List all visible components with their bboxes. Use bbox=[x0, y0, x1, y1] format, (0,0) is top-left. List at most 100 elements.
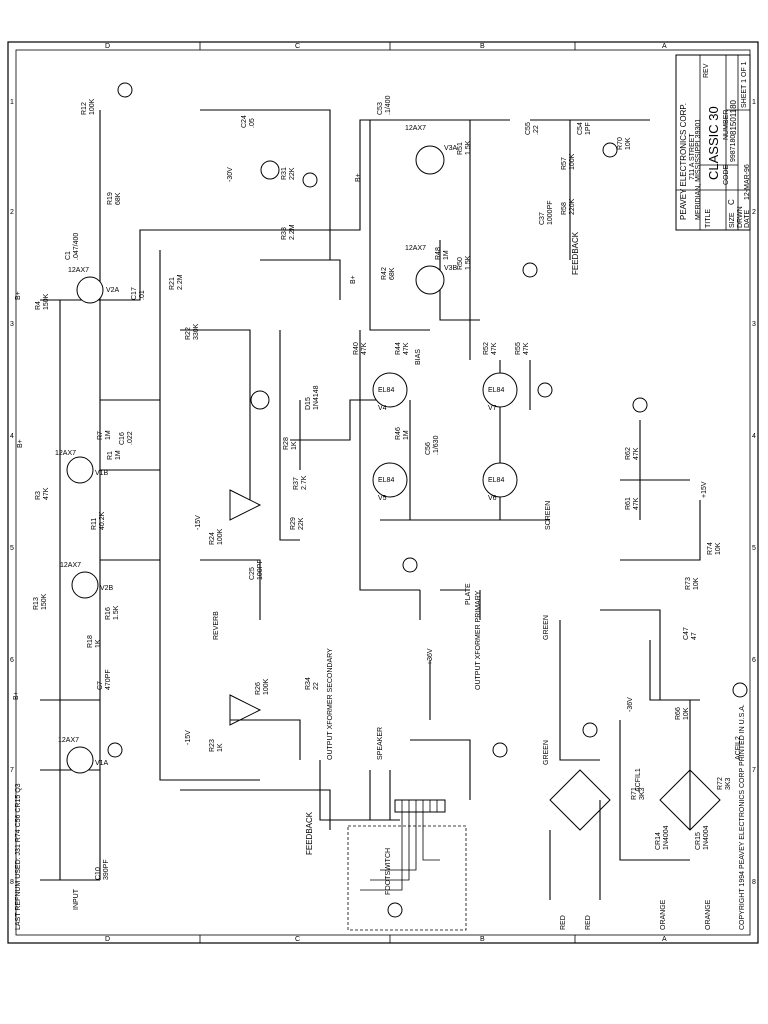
svg-text:V2A: V2A bbox=[106, 287, 120, 294]
component-ref: R19 bbox=[107, 192, 114, 205]
tb-company: PEAVEY ELECTRONICS CORP. bbox=[679, 103, 688, 220]
row-label-right: 6 bbox=[752, 657, 756, 664]
col-label-top: B bbox=[480, 43, 485, 50]
component-ref: C25 bbox=[249, 567, 256, 580]
component-ref: R66 bbox=[675, 707, 682, 720]
footswitch-box bbox=[347, 825, 467, 931]
row-label-left: 1 bbox=[10, 99, 14, 106]
tube-v2b: 12AX7 V2B bbox=[60, 562, 114, 599]
label-output-xformer-secondary: OUTPUT XFORMER SECONDARY bbox=[327, 648, 334, 760]
component-value: .01 bbox=[139, 290, 146, 300]
component-ref: R28 bbox=[283, 437, 290, 450]
component-ref: R70 bbox=[617, 137, 624, 150]
component-ref: C24 bbox=[241, 115, 248, 128]
svg-text:12AX7: 12AX7 bbox=[58, 737, 79, 744]
label-acfil2: ACFIL2 bbox=[735, 736, 742, 760]
component-value: 10K bbox=[693, 577, 700, 590]
row-label-left: 7 bbox=[10, 767, 14, 774]
svg-text:EL84: EL84 bbox=[488, 477, 504, 484]
component-ref: R40 bbox=[353, 342, 360, 355]
svg-text:V3A: V3A bbox=[444, 145, 458, 152]
labels: FEEDBACK FEEDBACK OUTPUT XFORMER PRIMARY… bbox=[13, 167, 742, 930]
component-value: 1.5K bbox=[113, 605, 120, 620]
svg-text:V3B: V3B bbox=[444, 265, 458, 272]
label-acfil1: ACFIL1 bbox=[635, 768, 642, 792]
component-ref: R34 bbox=[305, 677, 312, 690]
row-label-right: 8 bbox=[752, 879, 756, 886]
component-value: 2.2M bbox=[289, 224, 296, 240]
component-value: 10K bbox=[715, 542, 722, 555]
component-ref: D15 bbox=[305, 397, 312, 410]
tb-date: 12-MAR-96 bbox=[744, 164, 751, 200]
component-ref: R73 bbox=[685, 577, 692, 590]
col-label-top: C bbox=[295, 43, 300, 50]
bridge-rectifier-1 bbox=[549, 769, 611, 831]
label-red-2: RED bbox=[585, 915, 592, 930]
label-speaker: SPEAKER bbox=[377, 727, 384, 760]
component-value: 10K bbox=[683, 707, 690, 720]
tube-v1b: 12AX7 V1B bbox=[55, 450, 109, 484]
col-label-bottom: C bbox=[295, 936, 300, 943]
component-value: 1K bbox=[217, 743, 224, 752]
label-green-1: GREEN bbox=[543, 740, 550, 765]
label-orange-2: ORANGE bbox=[705, 899, 712, 930]
component-value: 22K bbox=[298, 517, 305, 530]
label-feedback-1: FEEDBACK bbox=[305, 811, 314, 855]
svg-text:12AX7: 12AX7 bbox=[405, 125, 426, 132]
component-value: 1N4148 bbox=[313, 385, 320, 410]
tube-v3a: V3A 12AX7 bbox=[405, 125, 458, 175]
footswitch-connector bbox=[360, 799, 446, 891]
label-pos15: +15V bbox=[701, 481, 708, 498]
component-ref: R7 bbox=[97, 431, 104, 440]
tb-address-2: MERIDIAN, MISSISSIPPI 39301 bbox=[695, 119, 702, 220]
component-value: 68K bbox=[389, 267, 396, 280]
svg-text:V7: V7 bbox=[488, 405, 497, 412]
svg-text:V1A: V1A bbox=[95, 760, 109, 767]
component-labels: R1 1M R3 47K R4 150K R7 1M R11 40.2K R12… bbox=[33, 95, 732, 880]
component-ref: R33 bbox=[281, 227, 288, 240]
component-value: 40.2K bbox=[99, 511, 106, 530]
component-ref: C10 bbox=[95, 867, 102, 880]
component-value: 1M bbox=[443, 250, 450, 260]
component-value: 47K bbox=[633, 497, 640, 510]
component-ref: R3 bbox=[35, 491, 42, 500]
row-labels-right: 1 2 3 4 5 6 7 8 bbox=[752, 99, 756, 886]
component-ref: R71 bbox=[631, 787, 638, 800]
tb-title-label: TITLE bbox=[705, 209, 712, 228]
component-value: 100K bbox=[217, 528, 224, 545]
component-ref: R55 bbox=[515, 342, 522, 355]
row-label-right: 5 bbox=[752, 545, 756, 552]
col-label-bottom: D bbox=[105, 936, 110, 943]
component-value: 100K bbox=[263, 678, 270, 695]
op-amp-2 bbox=[229, 694, 262, 726]
row-label-right: 1 bbox=[752, 99, 756, 106]
label-output-xformer-primary: OUTPUT XFORMER PRIMARY bbox=[475, 590, 482, 690]
component-value: 10K bbox=[625, 137, 632, 150]
component-value: .22 bbox=[533, 125, 540, 135]
column-labels-bottom: D C B A bbox=[105, 935, 667, 943]
component-ref: R48 bbox=[435, 247, 442, 260]
tube-v7: EL84 V7 bbox=[482, 372, 518, 412]
svg-text:EL84: EL84 bbox=[378, 477, 394, 484]
component-ref: R51 bbox=[457, 142, 464, 155]
svg-text:EL84: EL84 bbox=[488, 387, 504, 394]
component-ref: R24 bbox=[209, 532, 216, 545]
component-ref: R37 bbox=[293, 477, 300, 490]
component-value: 1M bbox=[105, 430, 112, 440]
tb-address-1: 711 A STREET bbox=[689, 133, 696, 180]
svg-text:12AX7: 12AX7 bbox=[60, 562, 81, 569]
component-ref: C53 bbox=[377, 102, 384, 115]
component-ref: R11 bbox=[91, 518, 98, 530]
label-neg15-2: -15V bbox=[185, 730, 192, 745]
tb-code: 9987180 bbox=[730, 135, 737, 162]
svg-text:12AX7: 12AX7 bbox=[405, 245, 426, 252]
tb-rev-label: REV bbox=[703, 63, 710, 78]
row-label-left: 6 bbox=[10, 657, 14, 664]
component-value: 47K bbox=[361, 342, 368, 355]
wiring bbox=[40, 109, 701, 900]
component-ref: C37 bbox=[539, 212, 546, 225]
tube-v6: EL84 V6 bbox=[482, 462, 518, 502]
label-neg15-1: -15V bbox=[195, 515, 202, 530]
label-red-1: RED bbox=[560, 915, 567, 930]
tb-title: CLASSIC 30 bbox=[706, 106, 721, 180]
